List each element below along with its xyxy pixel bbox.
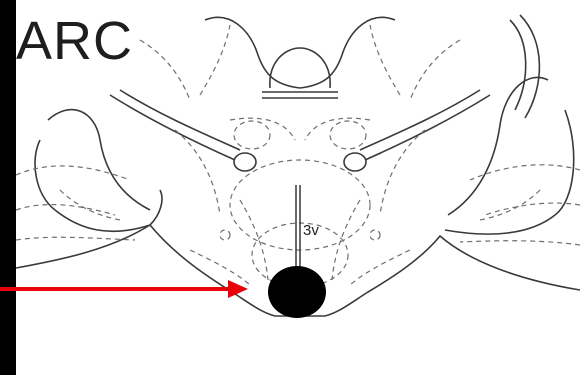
red-arrow-icon [0,280,248,298]
filled-circle-marker [268,266,326,318]
third-ventricle [296,185,300,268]
figure-title: ARC [16,14,133,68]
ventricle-label: 3v [303,223,319,238]
